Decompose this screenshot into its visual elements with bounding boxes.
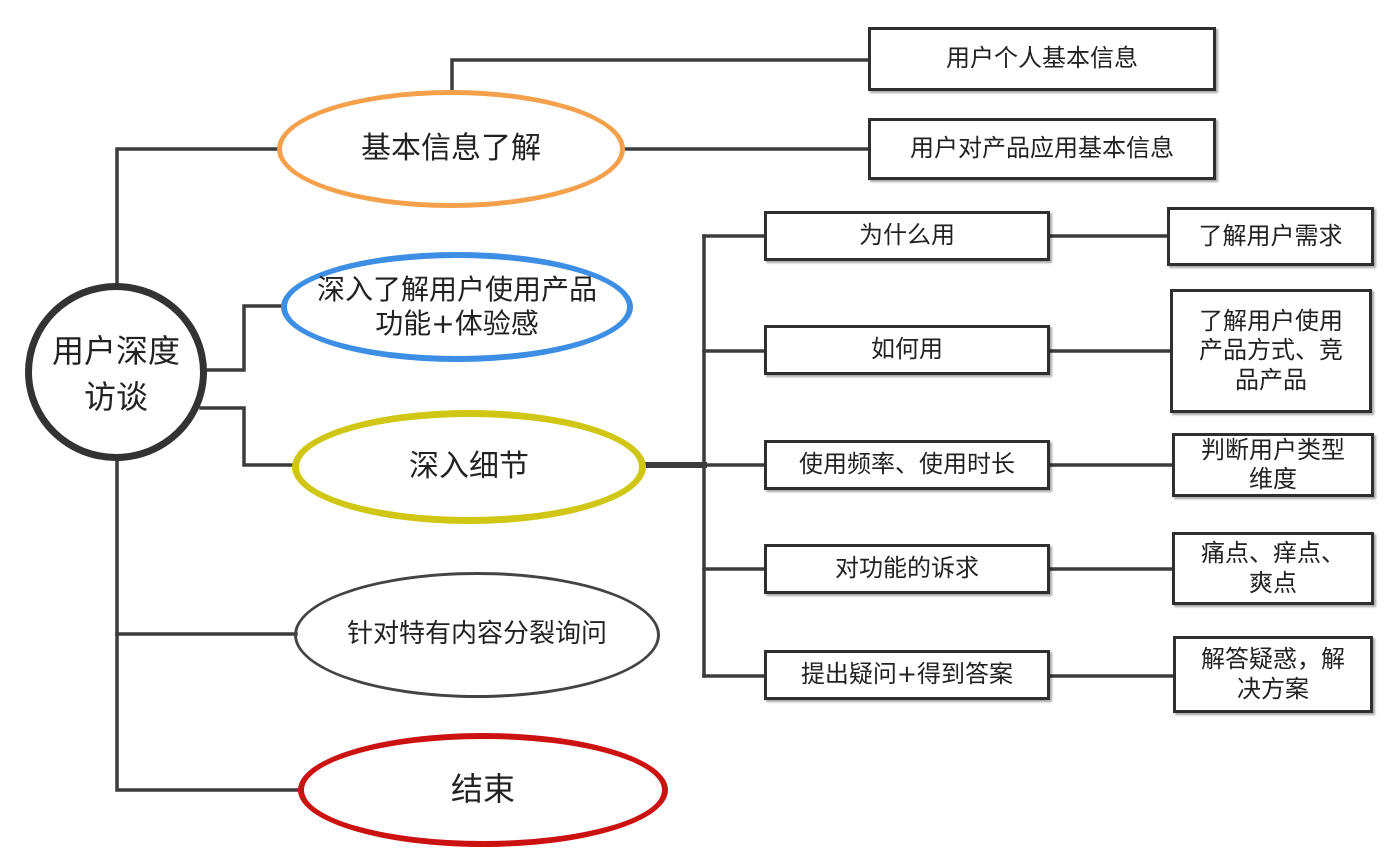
branch-special-inquiry-label: 针对特有内容分裂询问: [346, 619, 607, 650]
result-why-label: 了解用户需求: [1198, 221, 1343, 250]
detail-question-label: 提出疑问+得到答案: [800, 660, 1014, 689]
result-how-label: 了解用户使用 产品方式、竞 品产品: [1199, 307, 1343, 394]
detail-demand-label: 对功能的诉求: [835, 554, 979, 583]
branch-special-inquiry: 针对特有内容分裂询问: [294, 572, 660, 698]
basic-info-personal-label: 用户个人基本信息: [946, 44, 1138, 73]
connector-basic-personal: [450, 58, 871, 92]
basic-info-product-box: 用户对产品应用基本信息: [868, 118, 1216, 180]
branch-usage-experience-label: 深入了解用户使用产品 功能+体验感: [316, 272, 597, 340]
connector-root-basic-info: [115, 147, 280, 284]
result-how-box: 了解用户使用 产品方式、竞 品产品: [1170, 289, 1372, 413]
result-frequency-label: 判断用户类型 维度: [1201, 435, 1345, 493]
branch-detail: 深入细节: [292, 410, 646, 524]
basic-info-personal-box: 用户个人基本信息: [868, 27, 1216, 91]
detail-question-box: 提出疑问+得到答案: [764, 650, 1050, 700]
root-node: 用户深度 访谈: [25, 283, 207, 461]
branch-basic-info-label: 基本信息了解: [361, 130, 541, 166]
connector-root-special: [115, 456, 302, 792]
detail-why-box: 为什么用: [764, 211, 1050, 261]
branch-end: 结束: [298, 733, 668, 847]
result-demand-label: 痛点、痒点、 爽点: [1201, 539, 1345, 597]
detail-why-label: 为什么用: [859, 221, 955, 250]
detail-how-label: 如何用: [871, 335, 943, 364]
result-why-box: 了解用户需求: [1167, 207, 1374, 266]
detail-frequency-label: 使用频率、使用时长: [799, 450, 1015, 479]
connector-root-usage: [205, 304, 286, 372]
detail-demand-box: 对功能的诉求: [764, 544, 1050, 594]
result-demand-box: 痛点、痒点、 爽点: [1172, 532, 1374, 605]
detail-frequency-box: 使用频率、使用时长: [764, 440, 1050, 490]
branch-end-label: 结束: [450, 770, 515, 809]
connector-root-detail: [199, 406, 296, 467]
result-frequency-box: 判断用户类型 维度: [1172, 433, 1374, 497]
detail-how-box: 如何用: [764, 325, 1050, 375]
branch-usage-experience: 深入了解用户使用产品 功能+体验感: [281, 252, 633, 362]
branch-detail-label: 深入细节: [409, 448, 529, 484]
branch-basic-info: 基本信息了解: [277, 90, 625, 208]
result-question-box: 解答疑惑，解 决方案: [1173, 636, 1373, 713]
result-question-label: 解答疑惑，解 决方案: [1201, 645, 1345, 703]
basic-info-product-label: 用户对产品应用基本信息: [910, 134, 1174, 163]
root-label: 用户深度 访谈: [51, 332, 180, 416]
